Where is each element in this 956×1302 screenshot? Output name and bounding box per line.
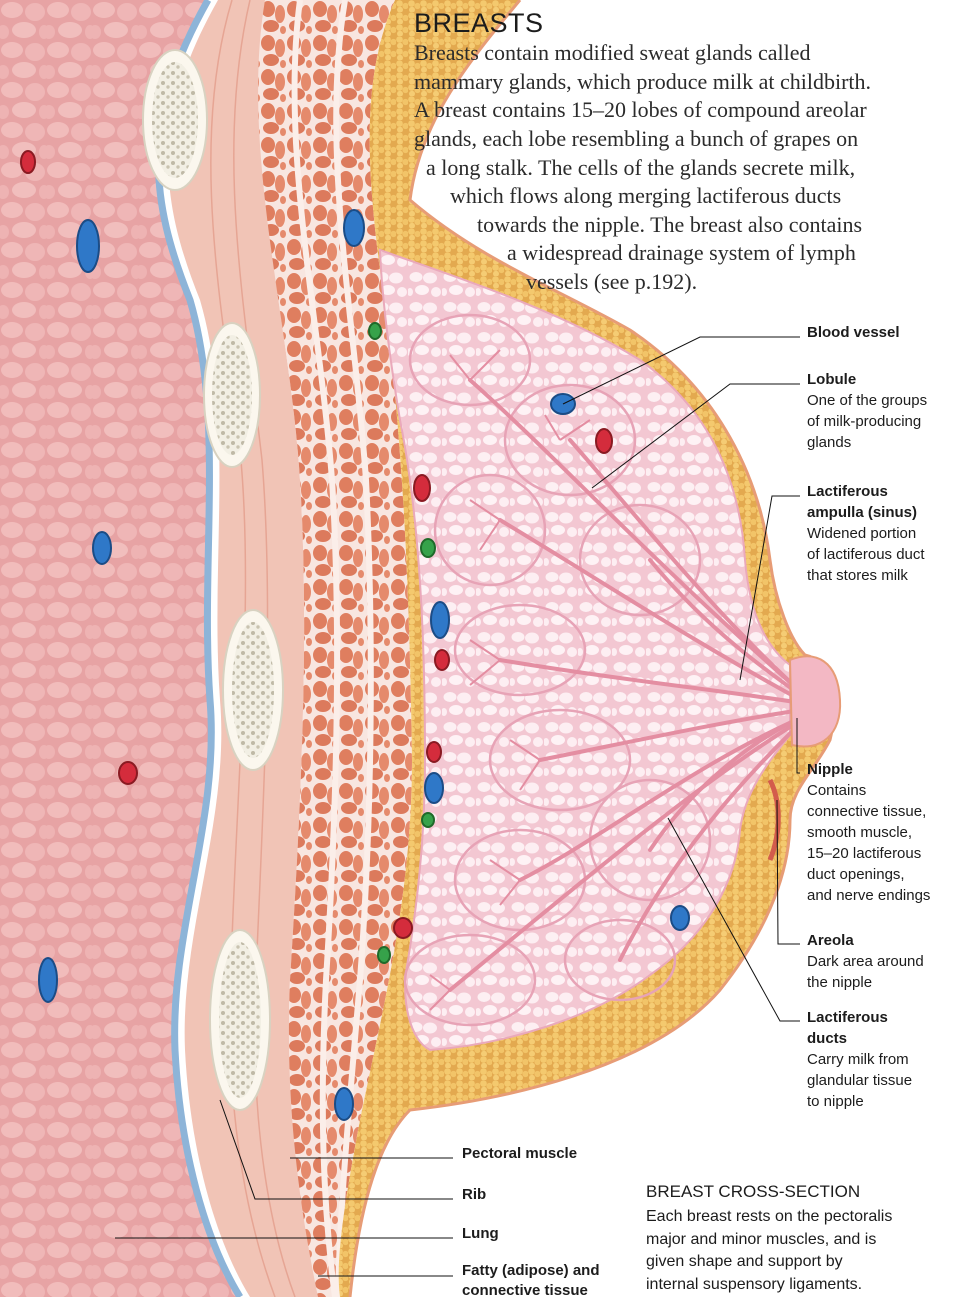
label-ducts-heading-2: ducts (807, 1028, 912, 1049)
nipple-shape (790, 656, 840, 746)
label-ampulla-desc-2: of lactiferous duct (807, 544, 925, 565)
label-lung: Lung (462, 1224, 499, 1244)
label-fatty-tissue-line-1: Fatty (adipose) and (462, 1261, 600, 1281)
rib-3-marrow (232, 622, 274, 758)
label-ampulla-desc-1: Widened portion (807, 523, 925, 544)
intro-line-8: a widespread drainage system of lymph (507, 242, 856, 264)
label-blood-vessel-heading: Blood vessel (807, 322, 900, 343)
intro-line-4: glands, each lobe resembling a bunch of … (414, 128, 858, 150)
label-lobule-desc-3: glands (807, 432, 927, 453)
label-ampulla-heading-2: ampulla (sinus) (807, 502, 925, 523)
label-nipple-desc-4: 15–20 lactiferous (807, 843, 930, 864)
label-ducts-desc-1: Carry milk from (807, 1049, 912, 1070)
label-lobule-heading: Lobule (807, 369, 927, 390)
label-lobule-desc-2: of milk-producing (807, 411, 927, 432)
cross-section-desc-1: Each breast rests on the pectoralis (646, 1206, 952, 1229)
cross-section-desc-2: major and minor muscles, and is (646, 1229, 952, 1252)
label-areola: Areola Dark area around the nipple (807, 930, 924, 993)
label-nipple-desc-1: Contains (807, 780, 930, 801)
cross-section-desc-4: internal suspensory ligaments. (646, 1274, 952, 1297)
label-nipple-desc-3: smooth muscle, (807, 822, 930, 843)
label-ampulla-desc-3: that stores milk (807, 565, 925, 586)
label-ducts-desc-3: to nipple (807, 1091, 912, 1112)
intro-line-7: towards the nipple. The breast also cont… (477, 214, 862, 236)
rib-4-marrow (219, 942, 261, 1098)
label-fatty-tissue: Fatty (adipose) and connective tissue (462, 1261, 600, 1301)
label-pectoral-muscle: Pectoral muscle (462, 1144, 577, 1164)
label-ampulla: Lactiferous ampulla (sinus) Widened port… (807, 481, 925, 586)
label-fatty-tissue-line-2: connective tissue (462, 1281, 600, 1301)
label-ducts-desc-2: glandular tissue (807, 1070, 912, 1091)
label-rib: Rib (462, 1185, 486, 1205)
cross-section-caption: BREAST CROSS-SECTION Each breast rests o… (646, 1181, 952, 1296)
label-nipple-desc-2: connective tissue, (807, 801, 930, 822)
diagram-title: BREASTS (414, 8, 544, 39)
label-blood-vessel: Blood vessel (807, 322, 900, 343)
cross-section-desc-3: given shape and support by (646, 1251, 952, 1274)
label-areola-desc-1: Dark area around (807, 951, 924, 972)
label-areola-desc-2: the nipple (807, 972, 924, 993)
rib-1-marrow (152, 62, 198, 178)
label-ampulla-heading-1: Lactiferous (807, 481, 925, 502)
label-ducts: Lactiferous ducts Carry milk from glandu… (807, 1007, 912, 1112)
label-ducts-heading-1: Lactiferous (807, 1007, 912, 1028)
intro-line-1: Breasts contain modified sweat glands ca… (414, 42, 811, 64)
label-lobule: Lobule One of the groups of milk-produci… (807, 369, 927, 453)
intro-line-2: mammary glands, which produce milk at ch… (414, 71, 871, 93)
intro-line-6: which flows along merging lactiferous du… (450, 185, 841, 207)
label-nipple: Nipple Contains connective tissue, smoot… (807, 759, 930, 906)
intro-line-9: vessels (see p.192). (526, 271, 697, 293)
label-nipple-heading: Nipple (807, 759, 930, 780)
label-lobule-desc-1: One of the groups (807, 390, 927, 411)
cross-section-title: BREAST CROSS-SECTION (646, 1181, 952, 1203)
label-areola-heading: Areola (807, 930, 924, 951)
rib-2-marrow (212, 335, 252, 455)
label-nipple-desc-6: and nerve endings (807, 885, 930, 906)
label-nipple-desc-5: duct openings, (807, 864, 930, 885)
intro-line-5: a long stalk. The cells of the glands se… (426, 157, 855, 179)
intro-line-3: A breast contains 15–20 lobes of compoun… (414, 99, 867, 121)
